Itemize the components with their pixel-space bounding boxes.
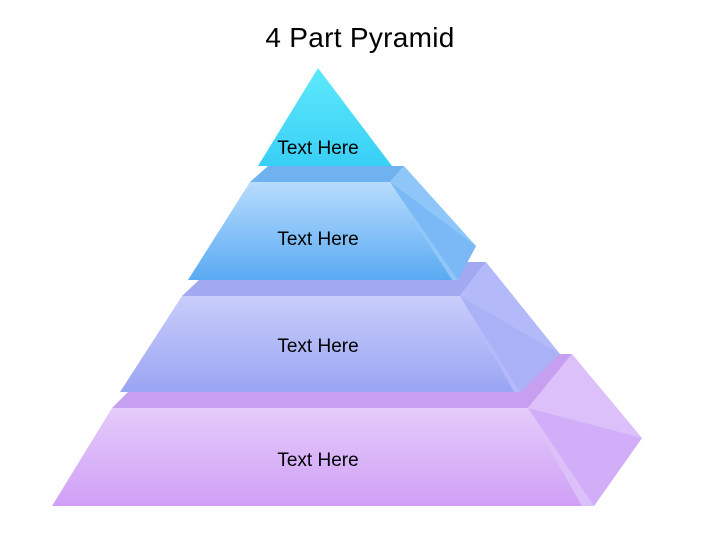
diagram-title: 4 Part Pyramid [265,22,455,53]
tier-2-label: Text Here [277,229,358,250]
tier-4-label: Text Here [277,450,358,471]
pyramid-tier-2: Text Here [188,166,476,280]
pyramid-tier-1: Text Here [258,68,392,166]
tier-3-label: Text Here [277,336,358,357]
tier-1-label: Text Here [277,138,358,159]
pyramid-tier-3: Text Here [120,262,560,392]
